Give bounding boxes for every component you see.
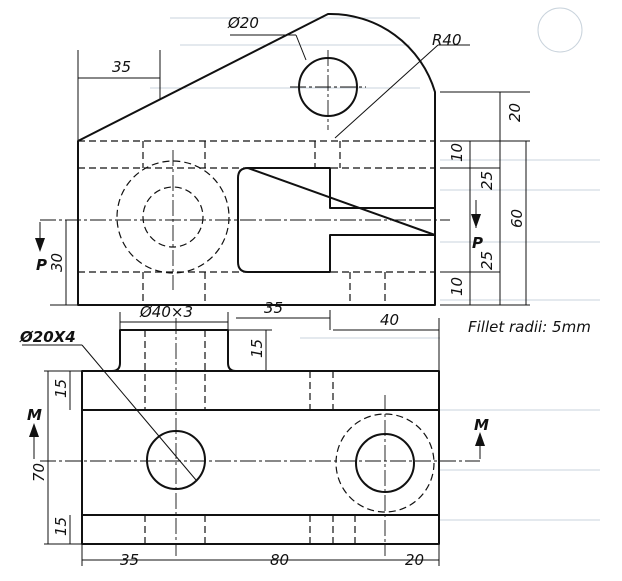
dim-r40: R40	[432, 31, 462, 49]
dim-right-10b: 10	[448, 277, 466, 296]
boss-hidden-circle	[116, 160, 230, 274]
front-view	[29, 318, 485, 556]
dim-right-10a: 10	[448, 143, 466, 162]
dim-left-15b: 15	[52, 517, 70, 536]
section-label-p-left: P	[36, 256, 47, 274]
dim-bottom-20: 20	[405, 551, 424, 569]
dim-top-35: 35	[112, 58, 131, 76]
dim-front-35: 35	[264, 299, 283, 317]
section-label-m-left: M	[27, 406, 42, 424]
dim-left-15a: 15	[52, 379, 70, 398]
dim-left-30: 30	[48, 253, 66, 272]
dim-front-40: 40	[380, 311, 399, 329]
top-view-dimensions: 35 Ø20 R40 20 10 25 60 25 10 30 P P	[36, 14, 530, 306]
front-view-dimensions: Ø40×3 35 40 15 Ø20X4 15 70 15 35 80 20	[19, 299, 489, 569]
section-label-m-right: M	[474, 416, 489, 434]
front-view-boss	[111, 329, 237, 372]
dim-right-60: 60	[508, 209, 526, 228]
fillet-note: Fillet radii: 5mm	[468, 318, 591, 336]
background-show-through	[150, 7, 600, 521]
dim-right-25b: 25	[478, 251, 496, 270]
dim-d20: Ø20	[227, 14, 259, 32]
dim-d40x3: Ø40×3	[139, 303, 193, 321]
dim-left-70: 70	[30, 463, 48, 482]
dim-right-20: 20	[506, 103, 524, 122]
front-view-base	[81, 370, 440, 545]
dim-front-15: 15	[248, 339, 266, 358]
dim-right-25a: 25	[478, 171, 496, 190]
dim-bottom-80: 80	[270, 551, 289, 569]
dim-bottom-35: 35	[120, 551, 139, 569]
section-label-p-right: P	[472, 234, 483, 252]
front-boss-right-hidden	[335, 413, 435, 513]
top-view	[35, 12, 481, 306]
dim-d20x4: Ø20X4	[19, 328, 76, 346]
top-view-outline	[77, 12, 436, 306]
